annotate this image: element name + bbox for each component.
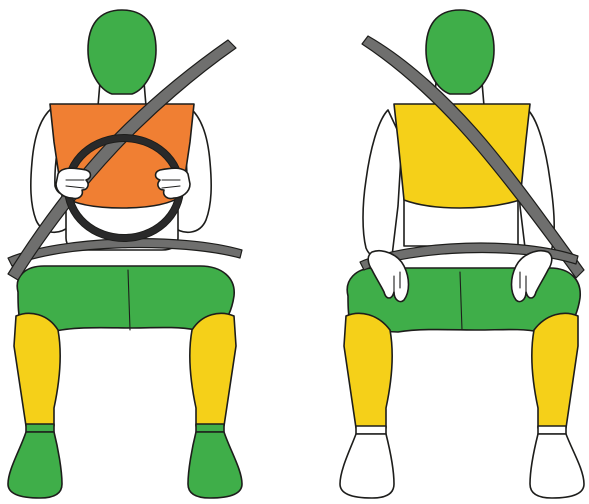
driver-left-ankle — [26, 424, 54, 432]
passenger-left-arm — [363, 110, 402, 259]
driver-left-foot-zone — [8, 432, 62, 498]
passenger-left-shin-zone — [344, 313, 392, 428]
passenger-left-foot-zone — [340, 434, 394, 498]
passenger-right-ankle — [538, 426, 566, 434]
passenger-left-ankle — [356, 426, 386, 434]
driver-figure — [8, 10, 242, 498]
driver-head-zone — [88, 10, 156, 94]
driver-right-ankle — [196, 424, 224, 432]
passenger-right-foot-zone — [530, 434, 584, 498]
passenger-head-zone — [426, 10, 494, 94]
passenger-right-shin-zone — [532, 313, 578, 428]
driver-right-foot-zone — [188, 432, 242, 498]
driver-left-shin-zone — [14, 313, 60, 426]
driver-right-shin-zone — [190, 313, 236, 426]
passenger-figure — [340, 10, 584, 498]
